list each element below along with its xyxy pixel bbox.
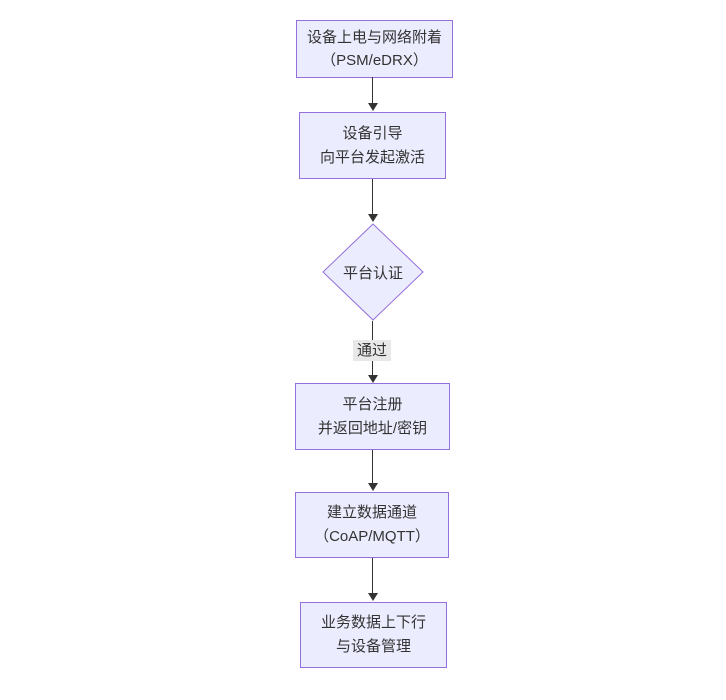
decision-label: 平台认证 — [342, 264, 403, 282]
edge-line — [372, 450, 373, 484]
node-platform-register: 平台注册 并返回地址/密钥 — [295, 383, 450, 450]
node-text-line: 设备引导 — [342, 124, 403, 142]
node-text-line: 向平台发起激活 — [319, 148, 425, 166]
edge-line — [372, 179, 373, 215]
diamond-shape — [322, 223, 424, 321]
decision-platform-auth: 平台认证 — [322, 223, 424, 321]
node-text-line: 设备上电与网络附着 — [306, 29, 442, 46]
edge-bootstrap-to-auth — [368, 179, 378, 222]
node-data-channel: 建立数据通道 （CoAP/MQTT） — [295, 492, 449, 558]
edge-line — [372, 558, 373, 594]
edge-channel-to-business — [368, 558, 378, 601]
node-power-attach: 设备上电与网络附着 （PSM/eDRX） — [296, 20, 453, 78]
edge-line — [372, 77, 373, 104]
node-text-line: 与设备管理 — [335, 638, 411, 655]
edge-label-pass: 通过 — [353, 340, 392, 361]
edge-register-to-channel — [368, 450, 378, 491]
node-business-data: 业务数据上下行 与设备管理 — [300, 602, 447, 668]
node-text-line: 并返回地址/密钥 — [317, 419, 428, 437]
node-text-line: （PSM/eDRX） — [321, 52, 428, 69]
arrow-down-icon — [368, 593, 378, 601]
arrow-down-icon — [368, 103, 378, 111]
arrow-down-icon — [368, 375, 378, 383]
node-bootstrap: 设备引导 向平台发起激活 — [299, 112, 446, 179]
node-text-line: 业务数据上下行 — [320, 614, 426, 631]
node-text-line: 平台注册 — [342, 395, 403, 413]
arrow-down-icon — [368, 483, 378, 491]
edge-power-to-bootstrap — [368, 77, 378, 111]
node-text-line: （CoAP/MQTT） — [314, 528, 430, 545]
node-text-line: 建立数据通道 — [326, 504, 417, 521]
arrow-down-icon — [368, 214, 378, 222]
